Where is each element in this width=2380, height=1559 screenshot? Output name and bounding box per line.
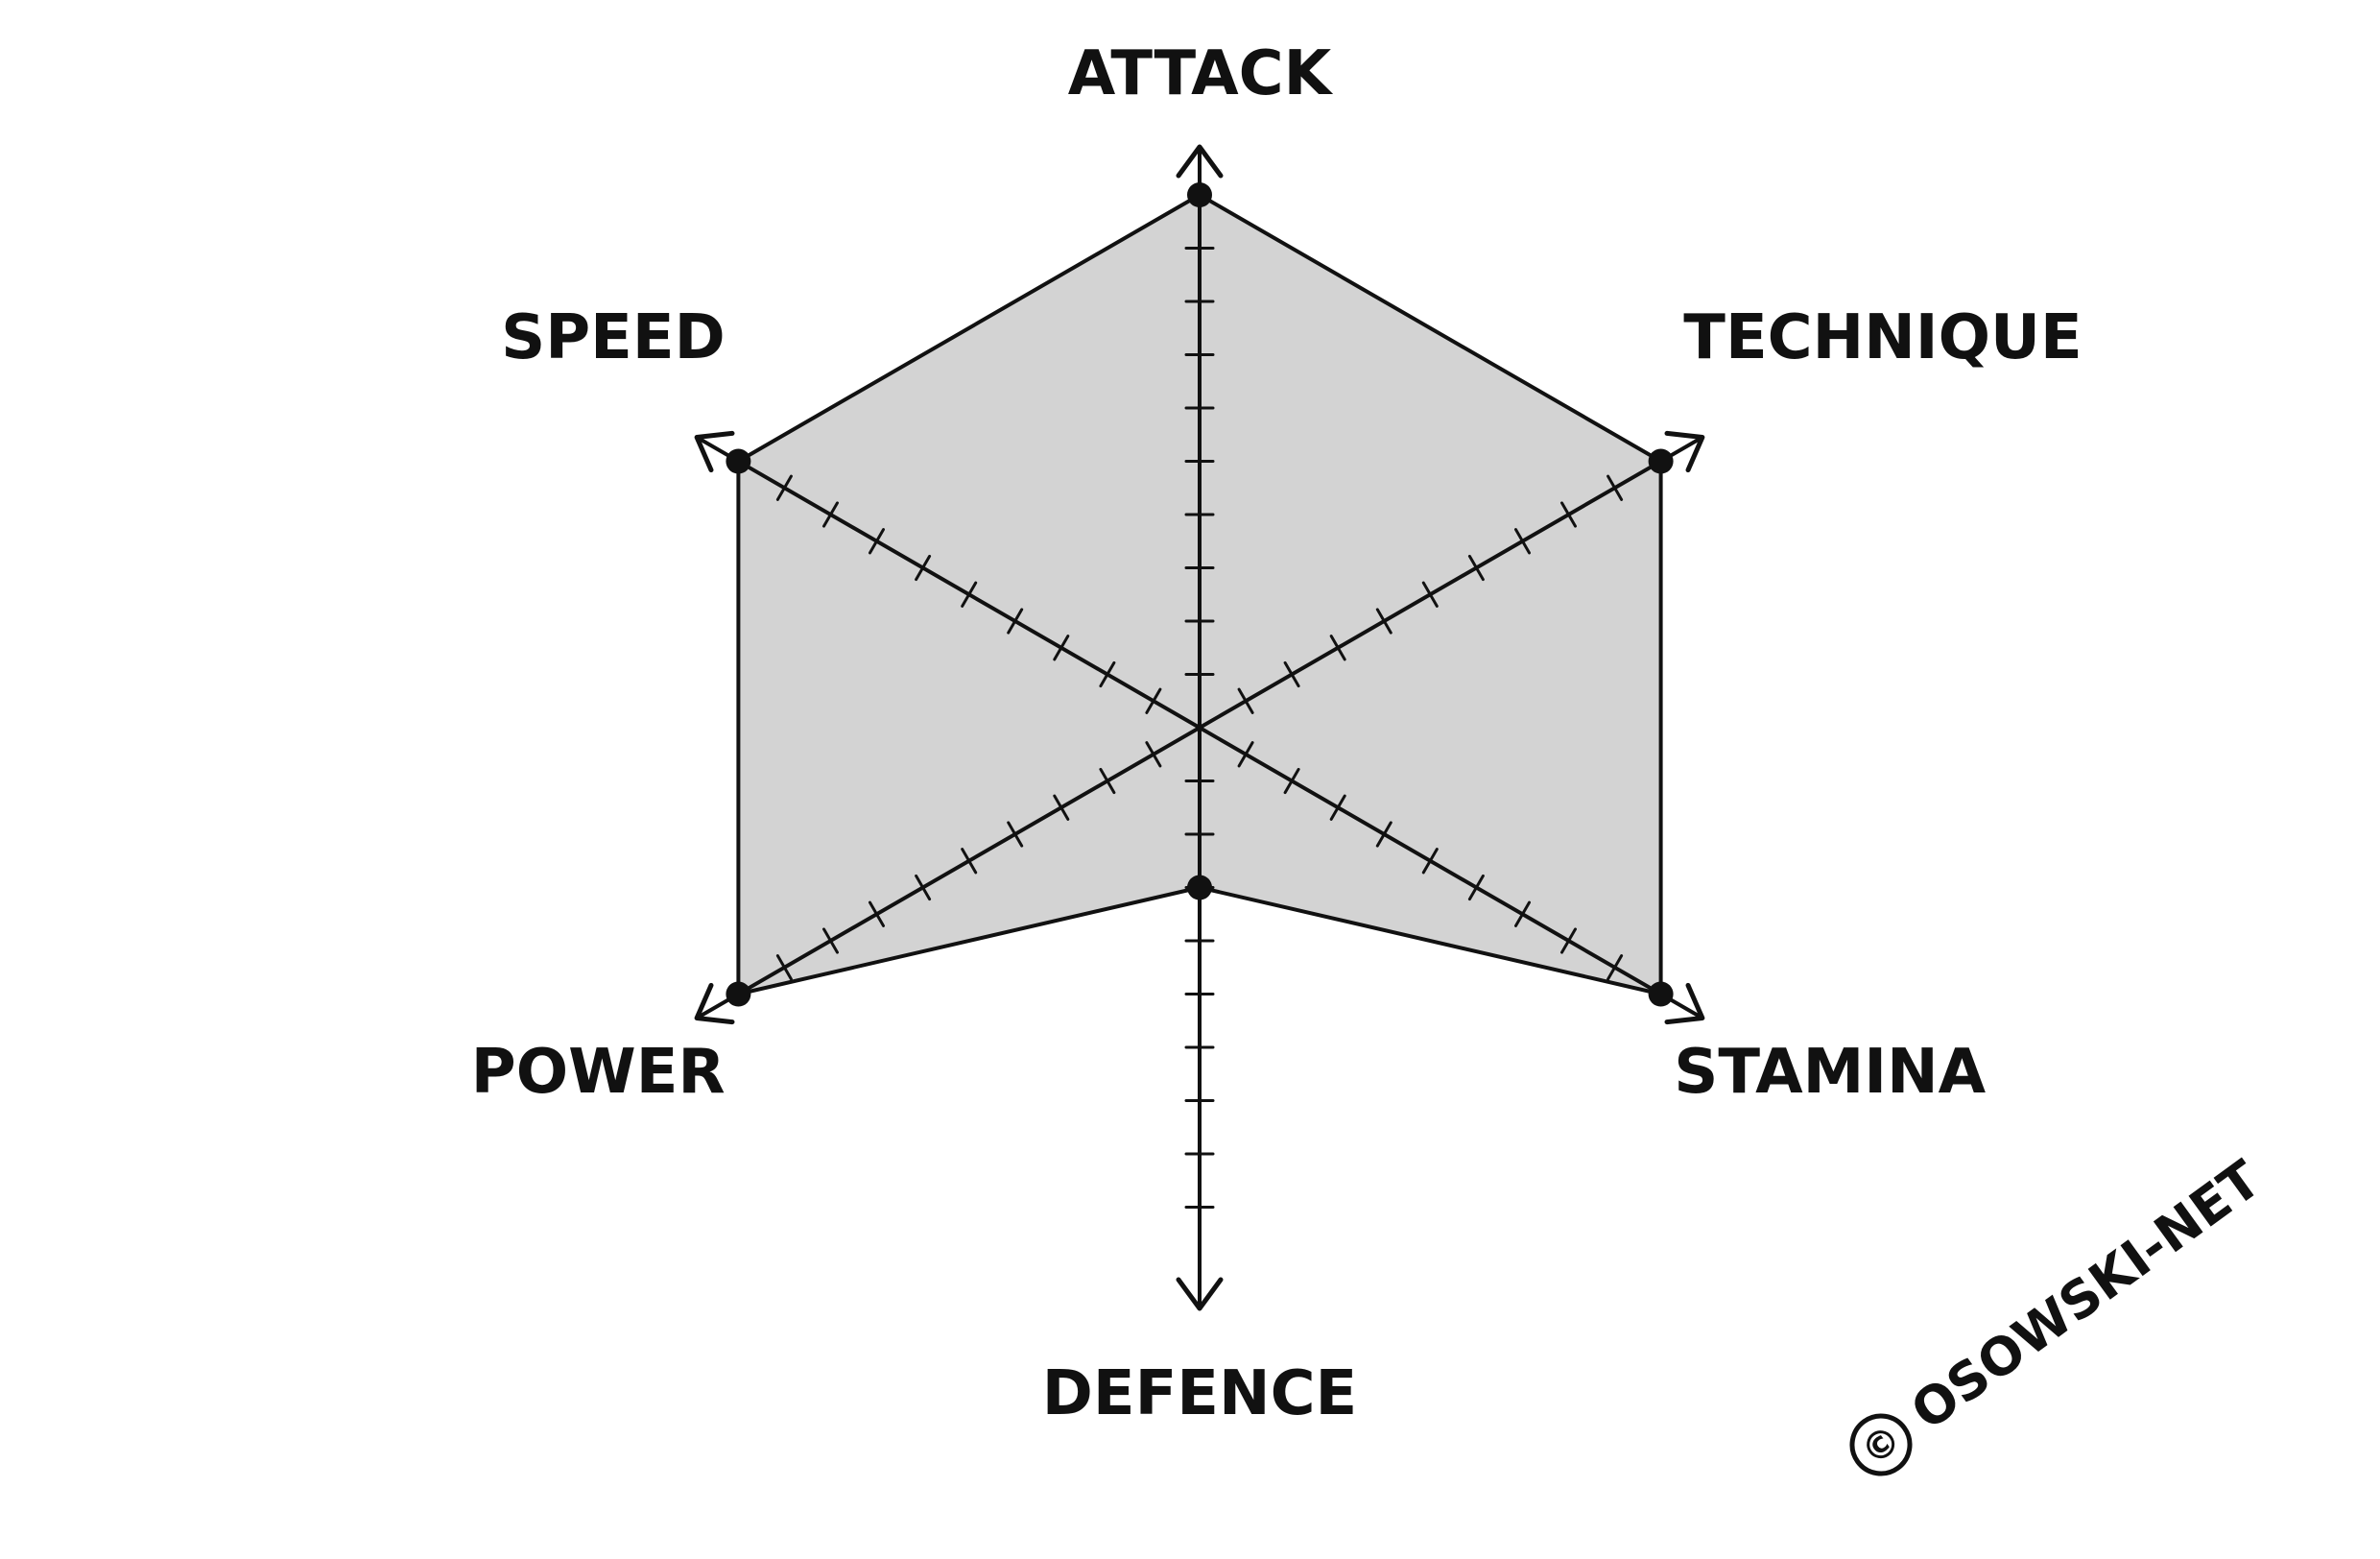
arrowhead-stamina [1664,982,1705,1025]
watermark: © OSOWSKI-NET [1849,1149,2272,1476]
tick-speed-6 [915,554,932,582]
tick-speed-8 [822,501,839,528]
tick-power-1 [1145,741,1162,768]
tick-technique-1 [1237,687,1254,714]
tick-technique-8 [1560,501,1577,528]
tick-speed-5 [961,581,978,608]
axis-label-speed: SPEED [501,302,726,373]
arrowhead-attack [1176,144,1224,179]
watermark-text: OSOWSKI-NET [1900,1149,2272,1442]
data-point-power [726,981,751,1007]
axis-label-attack: ATTACK [1068,38,1334,109]
axis-ticks [775,247,1624,1209]
axis-label-defence: DEFENCE [1042,1358,1358,1429]
axis-labels: ATTACK TECHNIQUE STAMINA DEFENCE POWER SPEED [471,38,2082,1429]
tick-power-7 [869,900,885,927]
tick-speed-3 [1053,635,1070,661]
tick-technique-5 [1421,581,1439,608]
series-points [726,182,1674,1007]
arrowhead-defence [1176,1277,1224,1311]
tick-power-2 [1099,767,1116,795]
tick-stamina-4 [1375,821,1392,848]
axis-line-power [695,726,1202,1020]
tick-technique-7 [1514,528,1531,555]
tick-stamina-5 [1421,848,1439,875]
tick-speed-7 [869,528,885,555]
data-point-attack [1187,182,1212,207]
tick-stamina-8 [1560,927,1577,954]
tick-speed-9 [775,474,793,501]
tick-technique-3 [1329,635,1346,661]
tick-speed-2 [1099,660,1116,688]
tick-power-4 [1007,821,1024,848]
axis-line-technique [1198,435,1704,730]
arrowhead-technique [1664,430,1705,473]
tick-stamina-3 [1329,794,1346,821]
tick-speed-1 [1145,687,1162,714]
tick-stamina-6 [1467,874,1485,901]
axes [694,144,1705,1311]
tick-power-8 [822,927,839,954]
axis-line-speed [695,435,1202,730]
tick-stamina-7 [1514,900,1531,927]
data-point-stamina [1648,981,1674,1007]
axis-label-technique: TECHNIQUE [1683,302,2082,373]
tick-power-3 [1053,794,1070,821]
tick-stamina-2 [1283,767,1300,795]
tick-technique-2 [1283,660,1300,688]
tick-technique-9 [1606,474,1624,501]
tick-stamina-9 [1606,954,1624,981]
arrowhead-power [694,982,735,1025]
data-point-speed [726,448,751,474]
arrowhead-speed [694,430,735,473]
tick-stamina-1 [1237,741,1254,768]
tick-power-6 [915,874,932,901]
data-point-technique [1648,448,1674,474]
copyright-icon [1849,1413,1913,1476]
tick-speed-4 [1007,608,1024,635]
axis-label-stamina: STAMINA [1674,1037,1986,1108]
tick-power-9 [775,954,793,981]
axis-line-stamina [1198,726,1704,1020]
tick-technique-4 [1375,608,1392,635]
axis-label-power: POWER [471,1037,726,1108]
tick-power-5 [961,848,978,875]
tick-technique-6 [1467,554,1485,582]
data-point-defence [1187,875,1212,900]
